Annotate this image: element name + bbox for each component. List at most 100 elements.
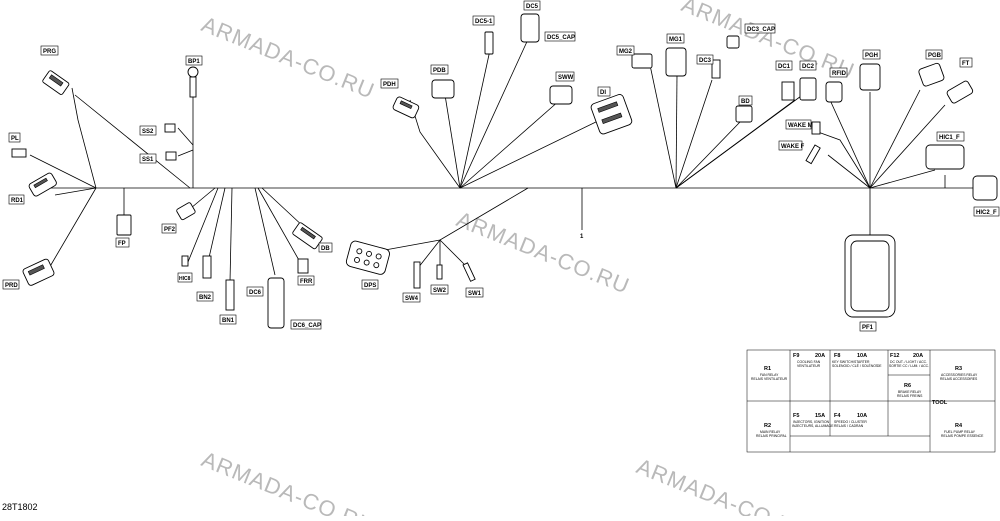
sw4-terminal xyxy=(413,261,421,289)
bp1-ring-terminal xyxy=(187,66,199,78)
label-ss2: SS2 xyxy=(142,129,154,135)
pgb-connector xyxy=(918,62,945,87)
relay-r3-desc-fr: RELAIS ACCESSOIRES xyxy=(940,377,978,381)
fuse-f8-desc: KEY SWITCH/STARTER xyxy=(832,360,870,364)
pdb-connector xyxy=(431,79,455,99)
label-pdh: PDH xyxy=(383,82,396,88)
pf1-inner xyxy=(850,240,890,312)
fuse-f5-desc: INJECTORS, IGNITION xyxy=(793,420,830,424)
label-rd1: RD1 xyxy=(11,198,24,204)
wake-f-connector xyxy=(805,144,821,165)
pf2-connector xyxy=(176,202,196,221)
bn1-terminal xyxy=(225,279,235,311)
wake-m-connector xyxy=(811,121,821,135)
bp1-sleeve xyxy=(189,76,197,98)
dc3-connector xyxy=(711,59,721,79)
label-rfid: RFID xyxy=(832,71,847,77)
label-dc6-cap: DC6_CAP xyxy=(293,323,321,329)
mg2-connector xyxy=(631,53,653,69)
label-sw4: SW4 xyxy=(405,296,419,302)
pdh-connector xyxy=(392,96,420,119)
watermark: ARMADA-CO.RU xyxy=(198,446,378,516)
label-di: DI xyxy=(600,90,606,96)
bn2-terminal xyxy=(202,255,212,279)
label-bn2: BN2 xyxy=(199,295,212,301)
tool-slot-label: TOOL xyxy=(932,400,948,406)
label-pdb: PDB xyxy=(433,68,446,74)
fuse-f4-desc: SPEEDO / CLUSTER xyxy=(834,420,867,424)
relay-r6-id: R6 xyxy=(904,383,911,389)
label-sw1: SW1 xyxy=(468,291,482,297)
sw2-terminal xyxy=(436,264,443,280)
label-bd: BD xyxy=(741,99,750,105)
fuse-f9-desc: COOLING FAN xyxy=(797,360,821,364)
relay-r3-id: R3 xyxy=(955,366,962,372)
fuse-f8-amp: 10A xyxy=(857,353,867,359)
label-ft: FT xyxy=(962,61,970,67)
label-dc5-cap: DC5_CAP xyxy=(547,35,575,41)
fuse-f12-desc: DC OUT. / LIGHT / ACC. xyxy=(890,360,927,364)
label-bn1: BN1 xyxy=(222,318,235,324)
label-sww: SWW xyxy=(558,75,574,81)
label-hic8: HIC8 xyxy=(179,276,191,282)
fp-connector xyxy=(116,214,132,236)
fuse-f8-desc-fr: SOLENOID / CLÉ / SOLÉNOÏDE xyxy=(832,363,882,368)
label-wake-m: WAKE M xyxy=(788,123,813,129)
relay-r6-desc: BRAKE RELAY xyxy=(898,390,922,394)
label-fp: FP xyxy=(118,241,126,247)
hic8-terminal xyxy=(181,255,189,267)
label-bp1: BP1 xyxy=(188,59,200,65)
reference-number: 28T1802 xyxy=(2,502,38,512)
dc6-connector xyxy=(267,277,285,329)
fuse-f9-amp: 20A xyxy=(815,353,825,359)
connector-bodies xyxy=(11,13,998,329)
label-hic2-f: HIC2_F xyxy=(976,210,997,216)
connector-labels: PRG PL RD1 PRD FP BP1 SS2 SS1 PF2 HIC8 B… xyxy=(2,0,1000,332)
relay-r4-desc-fr: RELAIS POMPE ESSENCE xyxy=(941,434,984,438)
relay-r4-id: R4 xyxy=(955,423,963,429)
label-pf2: PF2 xyxy=(164,227,176,233)
prg-connector xyxy=(42,70,70,95)
fuse-f5-desc-fr: INJECTEURS, ALLUMAGE xyxy=(792,424,834,428)
ss2-connector xyxy=(164,123,176,133)
label-mg2: MG2 xyxy=(619,49,633,55)
watermark: ARMADA-CO.RU xyxy=(198,11,378,103)
label-frr: FRR xyxy=(300,279,313,285)
label-dc5: DC5 xyxy=(526,4,539,10)
harness-item-number: 1 xyxy=(580,234,584,240)
fuse-f4-amp: 10A xyxy=(857,413,867,419)
relay-r3-desc: ACCESSORIES RELAY xyxy=(941,373,978,377)
left-branches xyxy=(29,87,306,283)
relay-r1-id: R1 xyxy=(764,366,771,372)
rd1-connector xyxy=(28,172,57,197)
fuse-f4-desc-fr: RELAIS / CADRAN xyxy=(834,424,864,428)
label-dc5-1: DC5-1 xyxy=(475,19,493,25)
label-db: DB xyxy=(321,246,330,252)
label-mg1: MG1 xyxy=(669,37,683,43)
fuse-f9-id: F9 xyxy=(793,353,799,359)
harness-trunk: 1 xyxy=(40,187,975,240)
mg1-connector xyxy=(665,47,687,77)
label-dc3: DC3 xyxy=(699,58,712,64)
watermark: ARMADA-CO.RU xyxy=(633,453,813,516)
label-prd: PRD xyxy=(5,283,18,289)
fuse-f12-id: F12 xyxy=(890,353,899,359)
fuse-f5-id: F5 xyxy=(793,413,799,419)
pl-connector xyxy=(11,148,27,158)
label-prg: PRG xyxy=(43,49,56,55)
relay-r2-id: R2 xyxy=(764,423,771,429)
label-sw2: SW2 xyxy=(433,288,447,294)
sw1-terminal xyxy=(462,262,476,282)
fuse-f12-amp: 20A xyxy=(913,353,923,359)
ft-connector xyxy=(946,80,974,104)
fuse-f9-desc-fr: VENTILATEUR xyxy=(797,364,821,368)
label-dps: DPS xyxy=(364,283,376,289)
dc2-connector xyxy=(799,77,817,101)
db-connector xyxy=(292,222,323,250)
prd-connector xyxy=(22,258,55,286)
dc1-connector xyxy=(781,81,795,101)
di-connector xyxy=(590,94,633,135)
dps-connector xyxy=(345,240,390,275)
frr-connector xyxy=(297,258,309,274)
